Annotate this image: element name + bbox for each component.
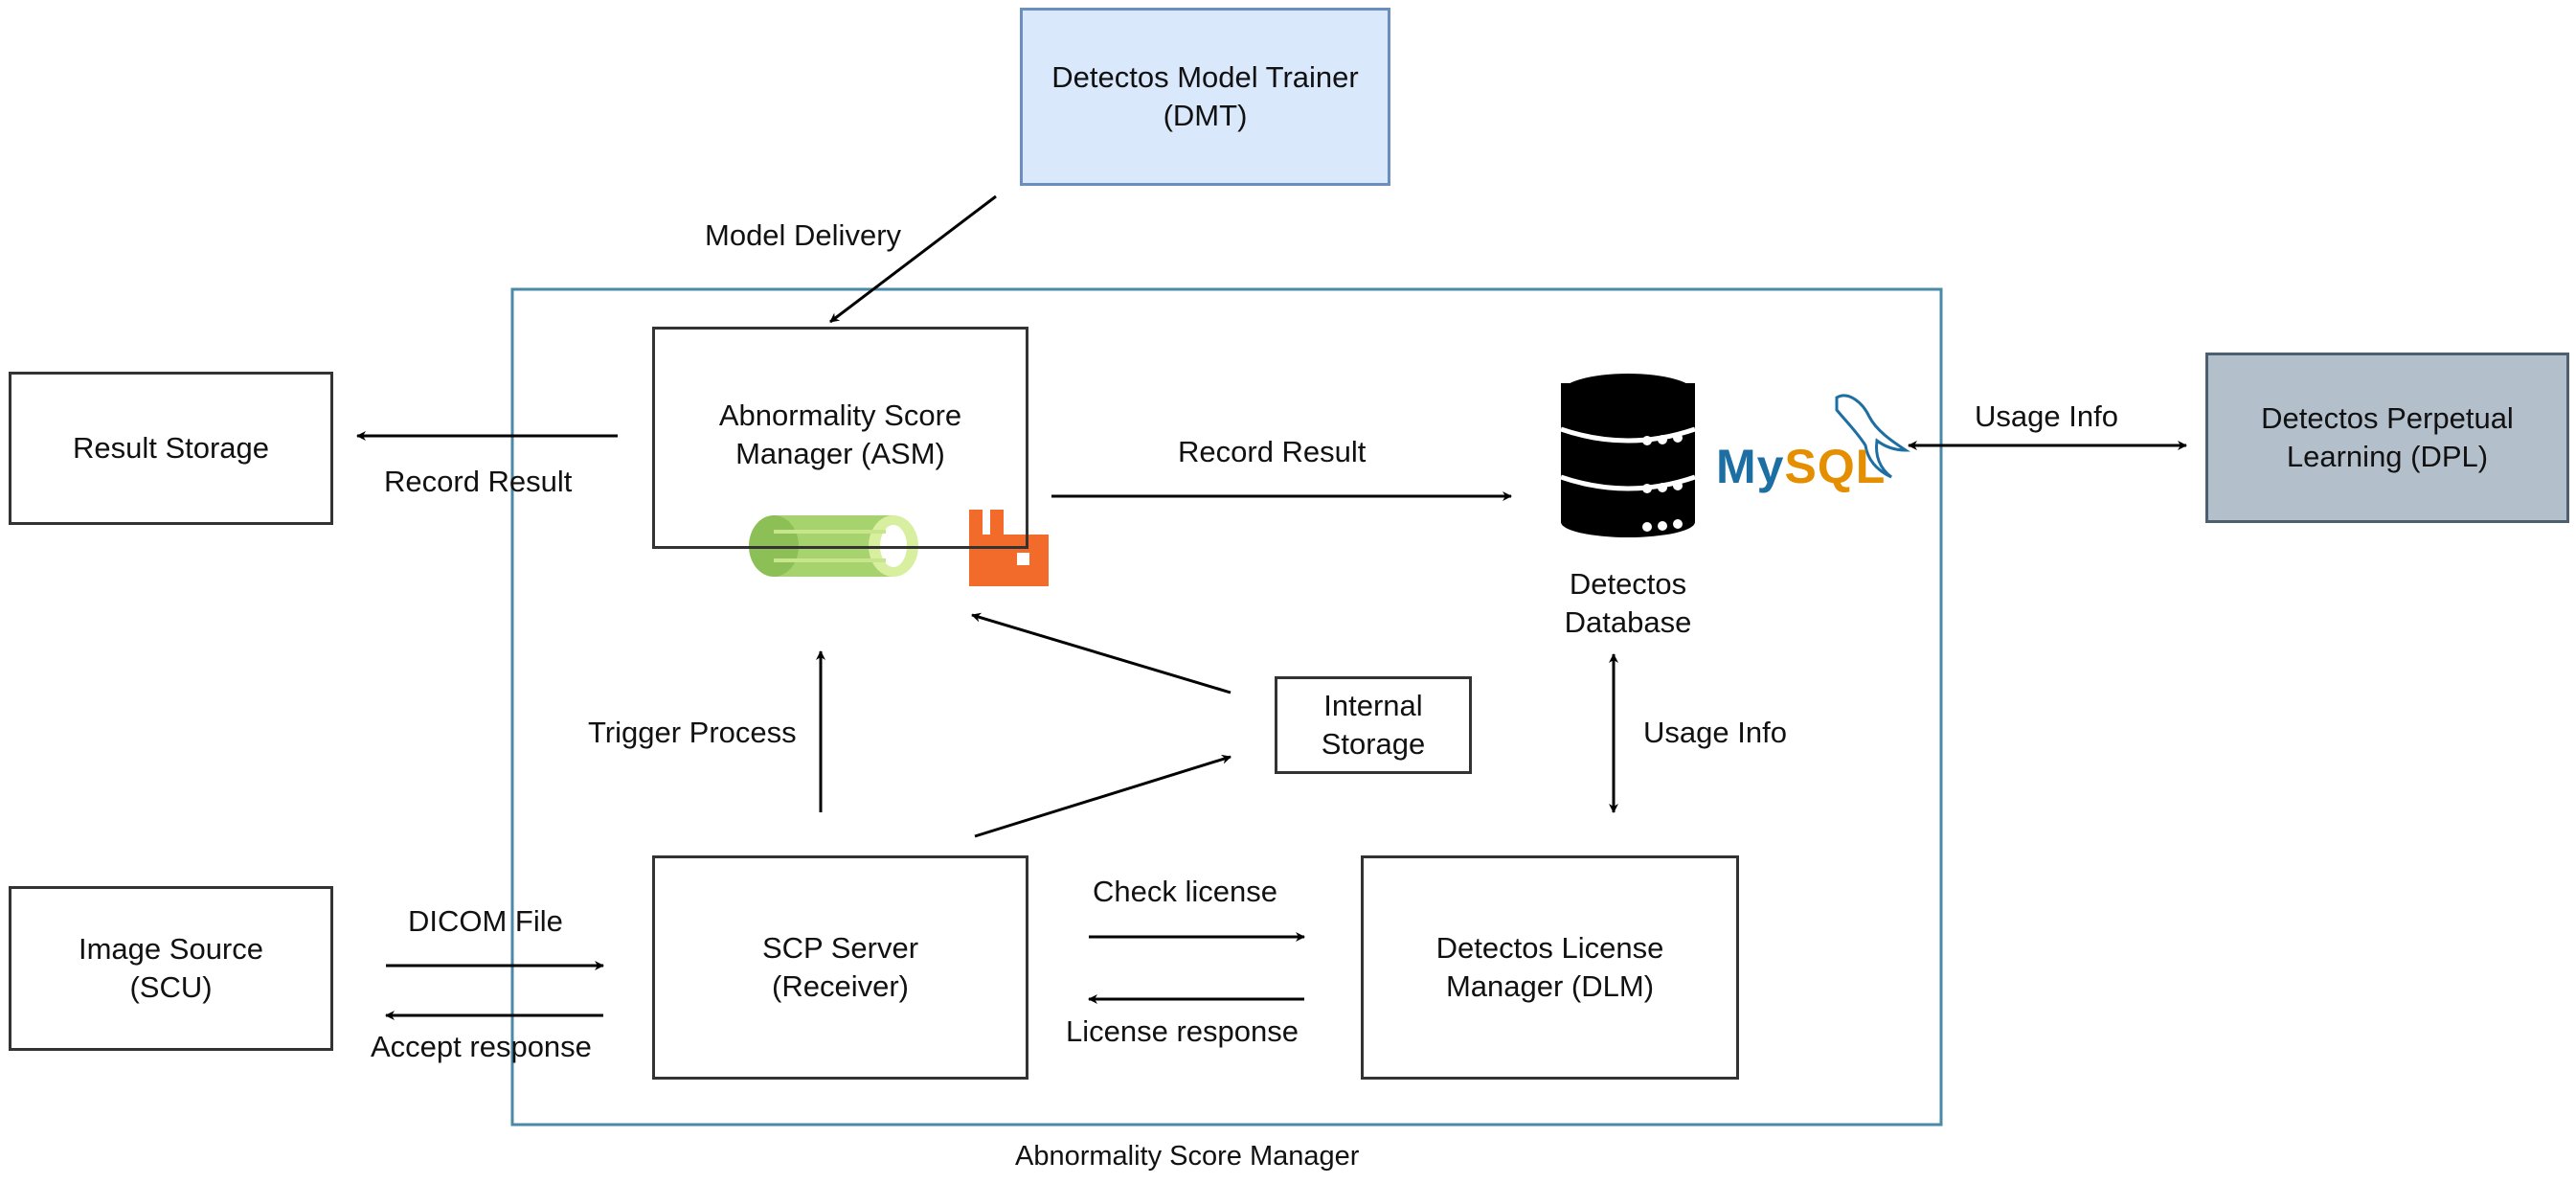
label-dicom-file: DICOM File (408, 904, 563, 938)
mysql-dolphin-icon (1835, 394, 1910, 479)
label-check-license: Check license (1093, 875, 1277, 908)
scp-server-box: SCP Server (Receiver) (652, 855, 1028, 1080)
mysql-logo: MySQL (1716, 439, 1886, 494)
image-source-box: Image Source (SCU) (9, 886, 333, 1051)
arrow-scp-to-internal-storage (974, 754, 1232, 838)
database-icon (1560, 374, 1696, 537)
arrow-model-delivery (829, 194, 997, 324)
label-model-delivery: Model Delivery (705, 218, 902, 252)
dlm-box: Detectos License Manager (DLM) (1361, 855, 1739, 1080)
label-record-result-left: Record Result (384, 465, 573, 498)
label-trigger-process: Trigger Process (588, 716, 797, 749)
asm-box: Abnormality Score Manager (ASM) (652, 327, 1028, 549)
label-accept-response: Accept response (371, 1030, 592, 1063)
label-license-response: License response (1066, 1014, 1299, 1048)
database-label: Detectos Database (1564, 567, 1692, 639)
arrow-internal-storage-to-asm (971, 612, 1232, 694)
label-usage-info-dpl: Usage Info (1975, 399, 2118, 433)
mysql-logo-my: My (1716, 440, 1785, 493)
dmt-box: Detectos Model Trainer (DMT) (1020, 8, 1390, 186)
internal-storage-box: Internal Storage (1275, 676, 1472, 774)
label-usage-info-dlm: Usage Info (1643, 716, 1787, 749)
dpl-box: Detectos Perpetual Learning (DPL) (2205, 353, 2569, 523)
result-storage-box: Result Storage (9, 372, 333, 525)
label-record-result-right: Record Result (1178, 435, 1367, 468)
asm-container-border (510, 287, 1943, 1127)
mysql-logo-sql: SQL (1784, 440, 1887, 493)
container-caption: Abnormality Score Manager (1015, 1141, 1360, 1172)
